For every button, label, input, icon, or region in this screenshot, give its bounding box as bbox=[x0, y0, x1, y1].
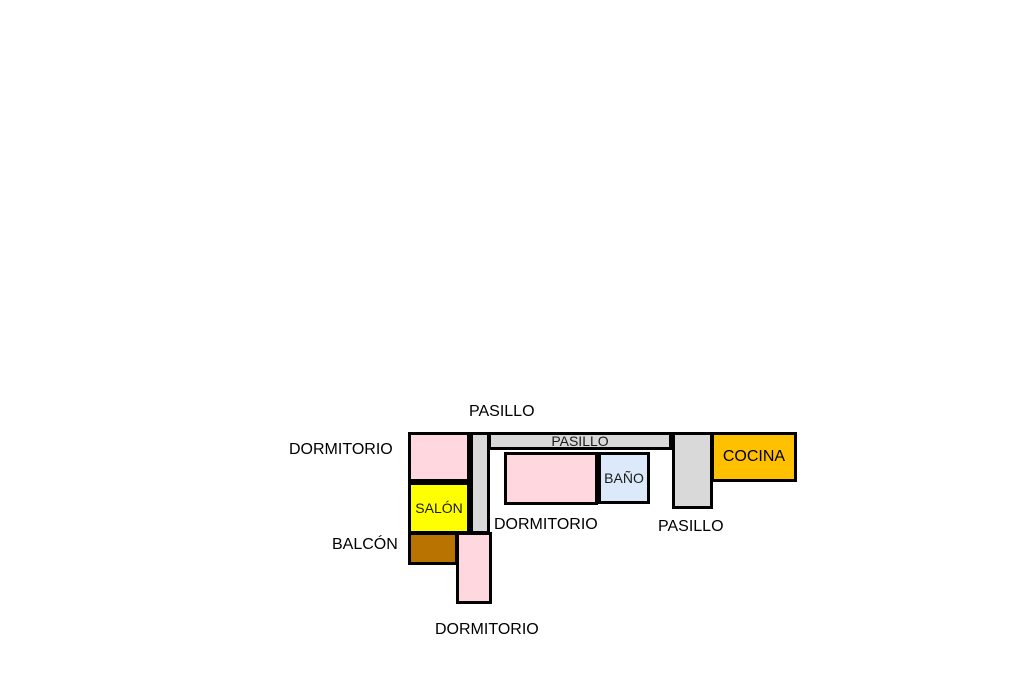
pasillo-right-label: PASILLO bbox=[658, 518, 724, 535]
dormitorio-left-label: DORMITORIO bbox=[289, 441, 393, 458]
pasillo-vertical-right bbox=[672, 432, 713, 509]
pasillo-top-label: PASILLO bbox=[469, 403, 535, 420]
salon-label: SALÓN bbox=[415, 500, 463, 516]
cocina-room: COCINA bbox=[711, 432, 797, 482]
pasillo-horizontal-label: PASILLO bbox=[551, 433, 609, 449]
dormitorio-center-room bbox=[504, 452, 598, 505]
cocina-label: COCINA bbox=[722, 448, 786, 465]
salon-room: SALÓN bbox=[408, 482, 470, 534]
dormitorio-bottom-label: DORMITORIO bbox=[435, 621, 539, 638]
bano-label: BAÑO bbox=[604, 470, 644, 486]
pasillo-horizontal: PASILLO bbox=[488, 432, 672, 450]
bano-room: BAÑO bbox=[598, 452, 650, 504]
dormitorio-center-label: DORMITORIO bbox=[494, 516, 598, 533]
balcon-room bbox=[408, 532, 458, 565]
dormitorio-left-room bbox=[408, 432, 470, 482]
balcon-label: BALCÓN bbox=[332, 536, 398, 553]
pasillo-vertical-left bbox=[470, 432, 490, 534]
dormitorio-bottom-room bbox=[456, 532, 492, 604]
